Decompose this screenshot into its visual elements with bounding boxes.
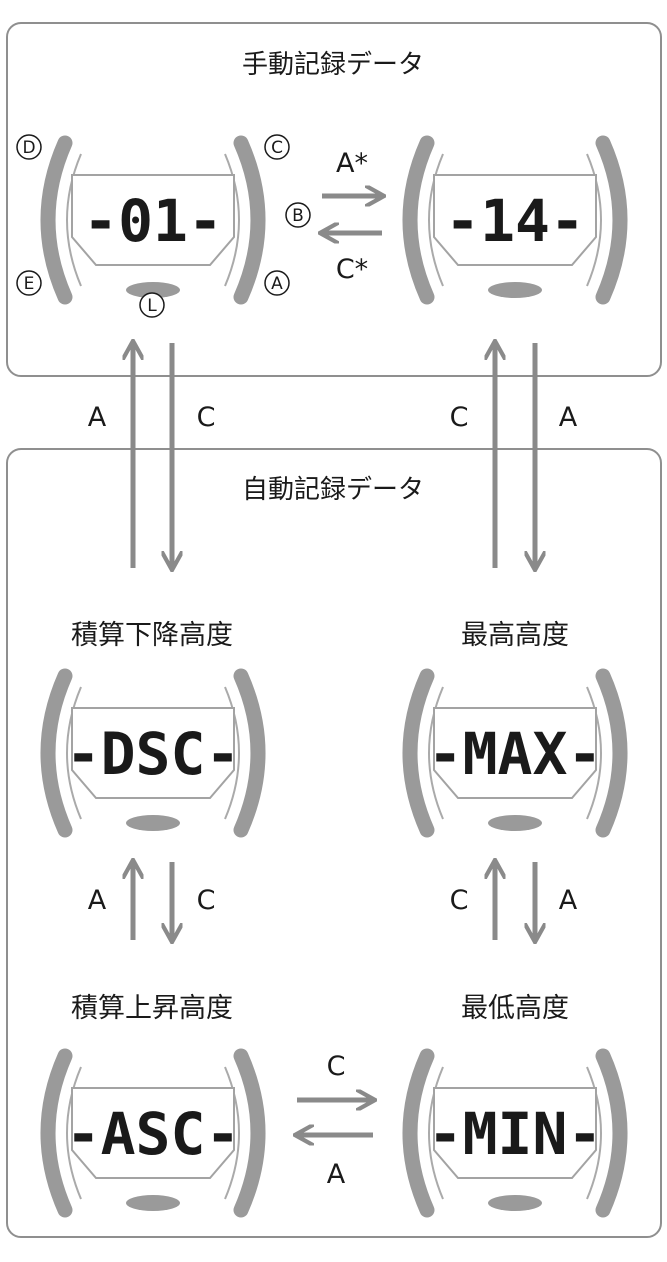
button-l-letter: L	[147, 296, 157, 316]
label-left-down: C	[197, 402, 216, 433]
watch-manual-01: -01-	[48, 143, 263, 298]
button-d-letter: D	[22, 138, 35, 158]
label-manual-back: C*	[336, 254, 368, 285]
watch-manual-14: -14-	[410, 143, 625, 298]
button-c-marker: C	[264, 134, 290, 160]
label-bottom-back: A	[327, 1159, 346, 1190]
label-bottom-forward: C	[327, 1051, 346, 1082]
watch-dsc: -DSC-	[48, 676, 263, 831]
dsc-caption: 積算下降高度	[71, 620, 233, 651]
watch-asc: -ASC-	[48, 1056, 263, 1211]
min-caption: 最低高度	[461, 993, 569, 1024]
lcd-manual-14: -14-	[445, 187, 585, 255]
lcd-asc: -ASC-	[66, 1100, 241, 1168]
auto-section-title: 自動記録データ	[242, 475, 424, 505]
label-right-down: A	[559, 402, 578, 433]
lcd-manual-01: -01-	[83, 187, 223, 255]
button-e-marker: E	[16, 270, 42, 296]
auto-section-frame	[6, 448, 662, 1238]
button-l-marker: L	[139, 292, 165, 318]
transition-arrows	[133, 196, 535, 1135]
watch-max: -MAX-	[410, 676, 625, 831]
asc-caption: 積算上昇高度	[71, 993, 233, 1024]
button-e-letter: E	[24, 274, 35, 294]
button-b-letter: B	[292, 206, 304, 226]
label-right-up: C	[450, 402, 469, 433]
max-caption: 最高高度	[461, 620, 569, 651]
lcd-min: -MIN-	[428, 1100, 603, 1168]
label-left-mid-up: A	[88, 885, 107, 916]
manual-section-title: 手動記録データ	[242, 50, 424, 80]
button-b-marker: B	[285, 202, 311, 228]
lcd-dsc: -DSC-	[66, 720, 241, 788]
button-a-marker: A	[264, 270, 290, 296]
label-left-up: A	[88, 402, 107, 433]
label-left-mid-down: C	[197, 885, 216, 916]
label-right-mid-down: A	[559, 885, 578, 916]
lcd-max: -MAX-	[428, 720, 603, 788]
button-c-letter: C	[271, 138, 283, 158]
label-manual-forward: A*	[336, 148, 368, 179]
button-a-letter: A	[271, 274, 283, 294]
watch-min: -MIN-	[410, 1056, 625, 1211]
manual-section-frame	[6, 22, 662, 377]
button-d-marker: D	[16, 134, 42, 160]
label-right-mid-up: C	[450, 885, 469, 916]
